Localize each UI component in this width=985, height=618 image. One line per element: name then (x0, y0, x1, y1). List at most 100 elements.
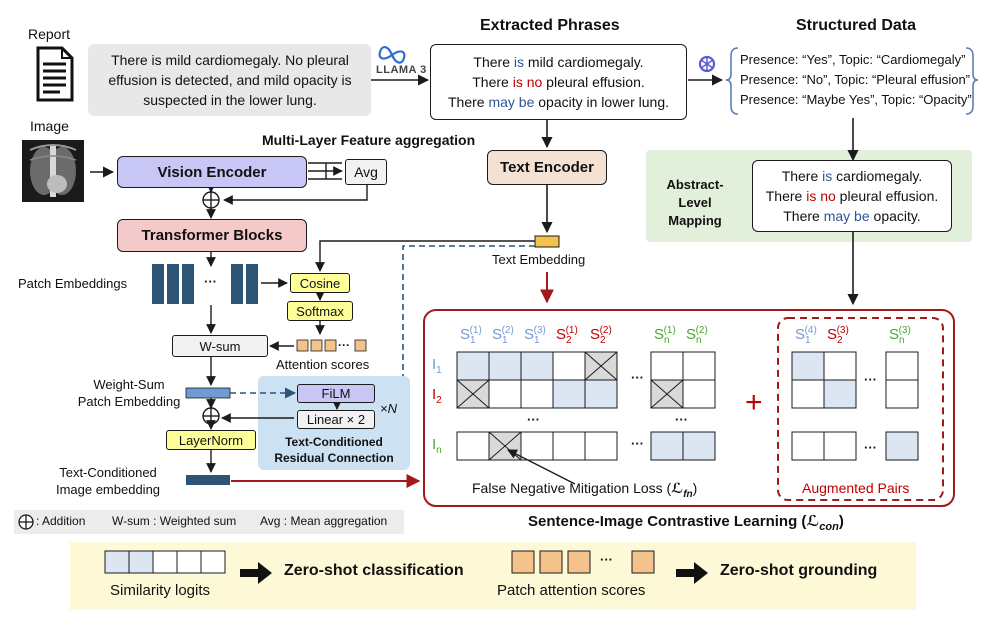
col-label-sub: n (664, 335, 670, 346)
row-label-sub: 1 (436, 365, 442, 376)
aug-label-1: S2(3) (827, 325, 849, 346)
zero-cls-label: Zero-shot classification (284, 562, 464, 579)
text-encoder-block: Text Encoder (487, 150, 607, 185)
contrastive-title-text: Sentence-Image Contrastive Learning ( (528, 513, 807, 530)
report-line-3: suspected in the lower lung. (143, 92, 317, 108)
col-label-3: S2(1) (556, 325, 578, 346)
times-n-label: ×N (380, 401, 397, 416)
extracted-line-3: There may be opacity in lower lung. (447, 94, 670, 110)
weight-sum-line-1: Weight-Sum (93, 377, 165, 392)
col-label-sub: n (696, 335, 702, 346)
col-label-sup: (2) (599, 325, 612, 336)
aug-label-sub: 2 (837, 335, 843, 346)
similarity-matrix (456, 351, 716, 461)
col-label-sup: (3) (533, 325, 546, 336)
legend-addition-icon (18, 514, 34, 530)
patch-scores-label: Patch attention scores (497, 582, 646, 599)
legend-wsum-text: W-sum : Weighted sum (112, 514, 237, 528)
col-label-letter: S (654, 326, 665, 343)
report-text: There is mild cardiomegaly. No pleural e… (92, 50, 368, 110)
residual-line-2: Residual Connection (274, 451, 394, 465)
extracted-line-2: There is no pleural effusion. (472, 74, 645, 90)
llama-label: LLAMA 3 (376, 64, 427, 76)
col-label-sup: (1) (663, 325, 676, 336)
fn-loss-label: False Negative Mitigation Loss (ℒfn) (472, 480, 698, 500)
augmented-matrix (791, 351, 919, 461)
col-label-letter: S (524, 326, 535, 343)
col-label-sub: 1 (470, 335, 476, 346)
row-label-sub: 2 (436, 395, 442, 406)
col-label-2: S1(3) (524, 325, 546, 346)
aug-ellipsis-1: ··· (864, 372, 877, 387)
contrastive-sub: con (819, 521, 839, 533)
fn-loss-sub: fn (683, 488, 693, 500)
structured-title: Structured Data (796, 17, 917, 34)
col-label-5: Sn(1) (654, 325, 676, 346)
matrix-ellipsis-h1: ··· (631, 370, 644, 385)
arrow-icon-ground (676, 562, 708, 584)
zero-ground-label: Zero-shot grounding (720, 562, 878, 579)
contrastive-symbol: ℒ (806, 513, 820, 530)
attention-ellipsis: ··· (338, 338, 350, 352)
aug-label-sub: 1 (805, 335, 811, 346)
report-label: Report (28, 26, 71, 42)
xray-image-icon (22, 140, 84, 202)
film-block: FiLM (297, 384, 375, 403)
row-label-0: I1 (432, 356, 442, 376)
similarity-logits-icon (104, 550, 226, 574)
legend-addition-text: : Addition (36, 514, 86, 528)
abstract-label: Abstract-Level Mapping (652, 176, 738, 230)
row-label-1: I2 (432, 386, 442, 406)
attention-score-squares (296, 339, 367, 352)
matrix-ellipsis-h2: ··· (631, 436, 644, 451)
aug-ellipsis-2: ··· (864, 440, 877, 455)
plus-sign: + (745, 386, 763, 419)
structured-line-3: Presence: “Maybe Yes”, Topic: “Opacity” (740, 92, 972, 107)
sim-logits-label: Similarity logits (110, 582, 211, 599)
col-label-letter: S (686, 326, 697, 343)
transformer-blocks: Transformer Blocks (117, 219, 307, 252)
patch-ellipsis: ··· (204, 274, 217, 289)
structured-line-2: Presence: “No”, Topic: “Pleural effusion… (740, 72, 971, 87)
fn-loss-symbol: ℒ (671, 480, 684, 496)
mlfa-title: Multi-Layer Feature aggregation (262, 132, 476, 148)
report-line-1: There is mild cardiomegaly. No pleural (111, 52, 349, 68)
tc-image-label: Text-Conditioned Image embedding (36, 464, 180, 498)
weight-sum-label: Weight-Sum Patch Embedding (74, 376, 184, 410)
softmax-block: Softmax (287, 301, 353, 321)
attention-scores-label: Attention scores (276, 357, 370, 372)
addition-circle-1 (202, 191, 220, 209)
tc-image-line-2: Image embedding (55, 482, 161, 497)
patch-scores-ellipsis: ··· (600, 552, 613, 567)
aug-label-sup: (3) (836, 325, 849, 336)
aug-label-0: S1(4) (795, 325, 817, 346)
col-label-sub: 1 (534, 335, 540, 346)
col-label-1: S1(2) (492, 325, 514, 346)
addition-circle-2 (202, 407, 220, 425)
aug-label-sup: (3) (898, 325, 911, 336)
row-label-letter: I (432, 356, 437, 373)
report-document-icon (36, 46, 74, 102)
aug-label-2: Sn(3) (889, 325, 911, 346)
col-label-sup: (2) (695, 325, 708, 336)
col-label-letter: S (492, 326, 503, 343)
abstract-label-line-1: Abstract-Level (666, 177, 724, 210)
col-label-letter: S (460, 326, 471, 343)
aug-label-sup: (4) (804, 325, 817, 336)
row-label-sub: n (436, 445, 442, 456)
matrix-ellipsis-v2: ··· (675, 412, 688, 427)
weight-sum-line-2: Patch Embedding (77, 394, 181, 409)
abstract-line-3: There may be opacity. (783, 208, 921, 224)
wsum-block: W-sum (172, 335, 268, 357)
image-label: Image (30, 118, 69, 134)
report-line-2: effusion is detected, and mild opacity i… (108, 72, 352, 88)
avg-block: Avg (345, 159, 387, 185)
residual-label: Text-Conditioned Residual Connection (260, 434, 408, 466)
llm-knot-icon (698, 55, 716, 73)
col-label-letter: S (590, 326, 601, 343)
abstract-line-1: There is cardiomegaly. (781, 168, 923, 184)
abstract-label-line-2: Mapping (668, 213, 722, 228)
aug-label-letter: S (889, 326, 900, 343)
row-label-letter: I (432, 436, 437, 453)
